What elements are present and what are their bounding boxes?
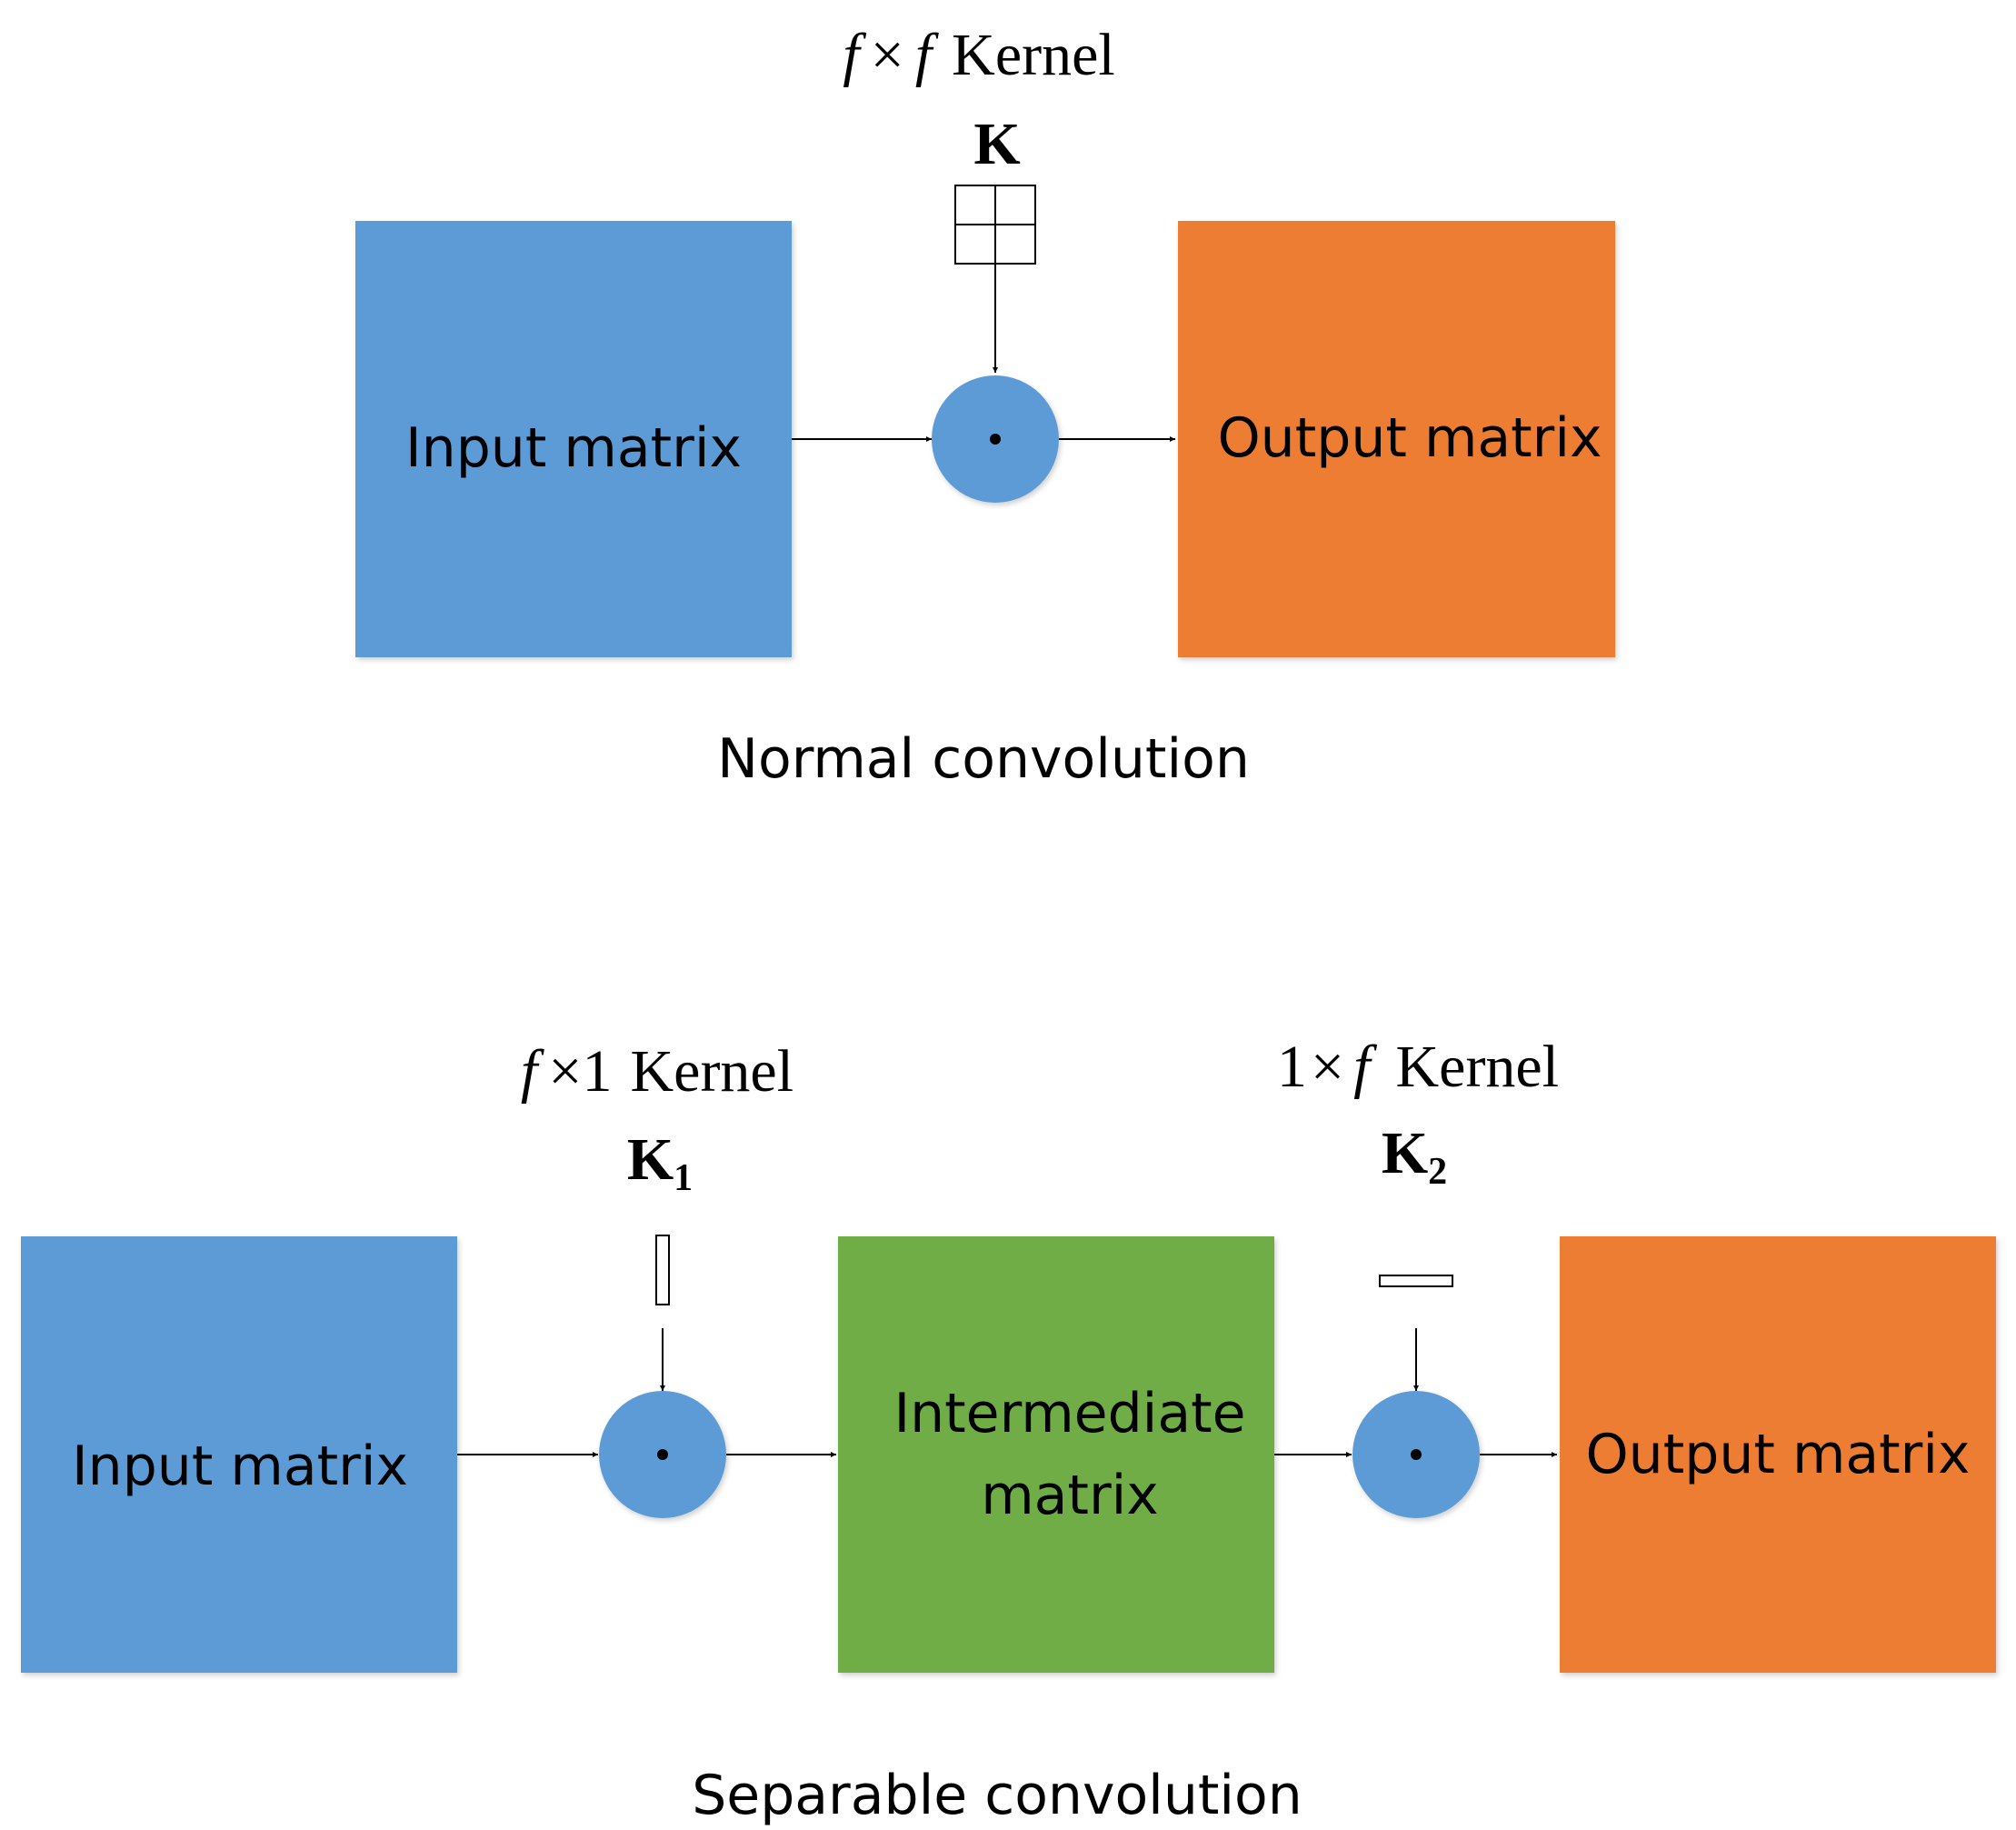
separable-k1-times: × xyxy=(548,1038,582,1105)
separable-k1-symbol: K1 xyxy=(627,1126,693,1199)
separable-k2-kernel-icon xyxy=(1379,1275,1453,1287)
separable-input-matrix-box xyxy=(21,1236,457,1673)
separable-k2-one: 1 xyxy=(1277,1034,1307,1100)
separable-k2-times: × xyxy=(1311,1034,1344,1100)
separable-k1-one: 1 xyxy=(583,1038,613,1105)
normal-kernel-symbol: K xyxy=(973,111,1020,177)
separable-output-matrix-label: Output matrix xyxy=(1585,1423,1970,1486)
normal-kernel-times: × xyxy=(871,22,904,88)
separable-k1-title: f×1 Kernel xyxy=(521,1038,793,1105)
separable-intermediate-label-line1: Intermediate xyxy=(893,1382,1245,1445)
normal-input-matrix-box xyxy=(355,221,792,657)
normal-kernel-grid-icon xyxy=(954,185,1036,265)
separable-input-matrix-label: Input matrix xyxy=(72,1435,408,1498)
separable-intermediate-label-line2: matrix xyxy=(981,1464,1159,1527)
separable-k2-title: 1×f Kernel xyxy=(1277,1034,1559,1100)
separable-k1-word: Kernel xyxy=(631,1038,794,1105)
separable-k2-f: f xyxy=(1353,1034,1377,1100)
normal-input-matrix-label: Input matrix xyxy=(405,416,742,480)
separable-output-matrix-box xyxy=(1560,1236,1996,1673)
normal-kernel-word: Kernel xyxy=(952,22,1115,88)
normal-output-matrix-label: Output matrix xyxy=(1217,406,1602,470)
separable-k2-symbol: K2 xyxy=(1382,1120,1447,1193)
separable-k2-word: Kernel xyxy=(1396,1034,1560,1100)
normal-kernel-f1: f xyxy=(843,22,866,88)
normal-output-matrix-box xyxy=(1178,221,1615,657)
separable-k1-f: f xyxy=(521,1038,544,1105)
separable-intermediate-matrix-box xyxy=(838,1236,1274,1673)
normal-kernel-f2: f xyxy=(915,22,939,88)
separable-k2-subscript: 2 xyxy=(1428,1151,1447,1193)
normal-caption: Normal convolution xyxy=(717,727,1250,791)
separable-k1-subscript: 1 xyxy=(674,1157,693,1199)
separable-operator2-dot-icon xyxy=(1411,1449,1422,1460)
normal-operator-dot-icon xyxy=(990,434,1001,445)
separable-k1-kernel-icon xyxy=(655,1235,670,1305)
separable-operator1-dot-icon xyxy=(657,1449,668,1460)
separable-caption: Separable convolution xyxy=(692,1764,1302,1827)
